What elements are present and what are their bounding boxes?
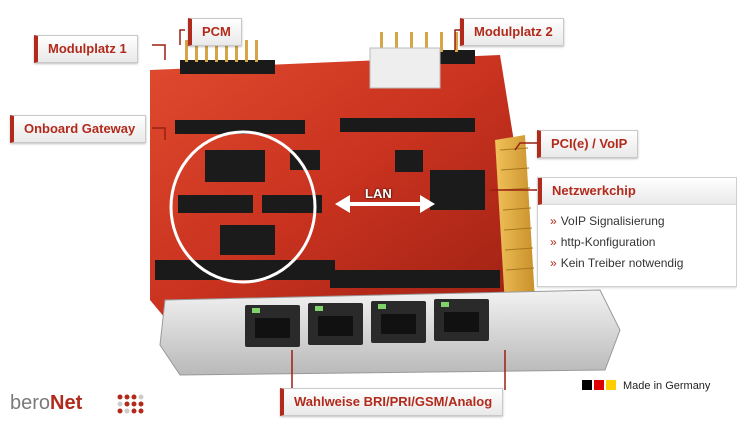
label-pci-voip: PCI(e) / VoIP [537, 130, 639, 158]
feature-list: »VoIP Signalisierung »http-Konfiguration… [538, 211, 736, 274]
flag-red [594, 380, 604, 390]
list-item: »http-Konfiguration [550, 235, 656, 249]
netzwerkchip-title: Netzwerkchip [538, 178, 736, 205]
flag-gold [606, 380, 616, 390]
lan-label: LAN [365, 186, 392, 201]
list-item: »Kein Treiber notwendig [550, 256, 684, 270]
bullet-icon: » [550, 214, 557, 228]
label-modulplatz-2: Modulplatz 2 [460, 18, 564, 46]
onboard-chips [178, 150, 322, 255]
power-connector [369, 47, 441, 89]
pci-gold-contacts [495, 135, 535, 305]
logo-dots-icon [117, 394, 144, 414]
bullet-icon: » [550, 235, 557, 249]
network-chip [430, 170, 485, 210]
flag-black [582, 380, 592, 390]
onboard-gateway-circle [169, 130, 317, 284]
label-pcm: PCM [188, 18, 242, 46]
label-modulplatz-1: Modulplatz 1 [34, 35, 138, 63]
module-slot-1-headers [175, 60, 305, 134]
list-item: »VoIP Signalisierung [550, 214, 665, 228]
netzwerkchip-panel: Netzwerkchip »VoIP Signalisierung »http-… [537, 177, 737, 287]
label-onboard-gateway: Onboard Gateway [10, 115, 147, 143]
bullet-icon: » [550, 256, 557, 270]
label-wahlweise: Wahlweise BRI/PRI/GSM/Analog [280, 388, 504, 416]
rj45-ports [245, 299, 489, 347]
beronet-logo: beroNet [10, 392, 83, 414]
lan-arrow [335, 195, 435, 213]
made-in-germany: Made in Germany [623, 380, 711, 392]
